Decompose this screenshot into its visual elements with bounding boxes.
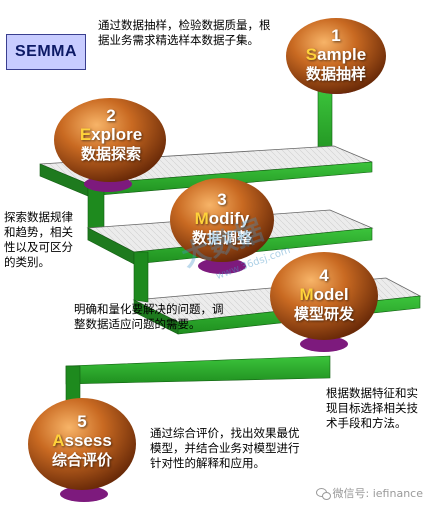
stage-3-label: 3 Modify 数据调整 [172,190,272,248]
stage-1-name: ample [317,45,367,64]
base-3 [198,258,246,274]
step4-description: 根据数据特征和实现目标选择相关技术手段和方法。 [326,386,418,430]
connector-step3 [133,251,149,303]
stage-2-initial: E [79,125,92,144]
stage-5-name: ssess [64,431,112,450]
stage-5-number: 5 [77,412,87,431]
step1-description: 通过数据抽样，检验数据质量，根据业务需求精选样本数据子集。 [98,18,271,47]
base-4 [300,336,348,352]
stage-2-number: 2 [106,106,116,125]
stage-4-chinese: 模型研发 [293,305,354,323]
stage-1-chinese: 数据抽样 [305,65,366,83]
ball-5 [28,398,136,490]
semma-title-box: SEMMA [6,34,86,70]
stage-3-chinese: 数据调整 [191,229,252,247]
stage-4-number: 4 [319,266,329,285]
stage-4-label: 4 Model 模型研发 [274,266,374,324]
stage-3-name: odify [208,209,250,228]
stage-3-initial: M [194,209,209,228]
stage-5-label: 5 Assess 综合评价 [32,412,132,470]
footer: 微信号: iefinance [315,485,423,501]
base-5 [60,486,108,502]
step2-description: 探索数据规律和趋势，相关性以及可区分的类别。 [4,210,73,269]
step5-description: 通过综合评价，找出效果最优模型，并结合业务对模型进行针对性的解释和应用。 [150,426,300,470]
stage-1-initial: S [305,45,318,64]
stage-3-number: 3 [217,190,227,209]
stage-5-initial: A [52,431,65,450]
step3-description: 明确和量化要解决的问题，调整数据适应问题的需要。 [74,302,224,331]
stage-2-label: 2 Explore 数据探索 [56,106,166,164]
stage-1-label: 1 Sample 数据抽样 [286,26,386,84]
footer-text: 微信号: iefinance [332,487,423,500]
stage-1-number: 1 [331,26,341,45]
ball-1 [286,18,386,94]
wechat-icon [315,487,331,500]
stage-5-chinese: 综合评价 [51,451,112,469]
stage-4-name: odel [313,285,349,304]
stage-4-initial: M [299,285,314,304]
ball-4 [270,252,378,340]
ball-3 [170,178,274,262]
ball-2 [54,98,166,182]
stage-2-name: xplore [91,125,143,144]
stage-2-chinese: 数据探索 [80,145,141,163]
